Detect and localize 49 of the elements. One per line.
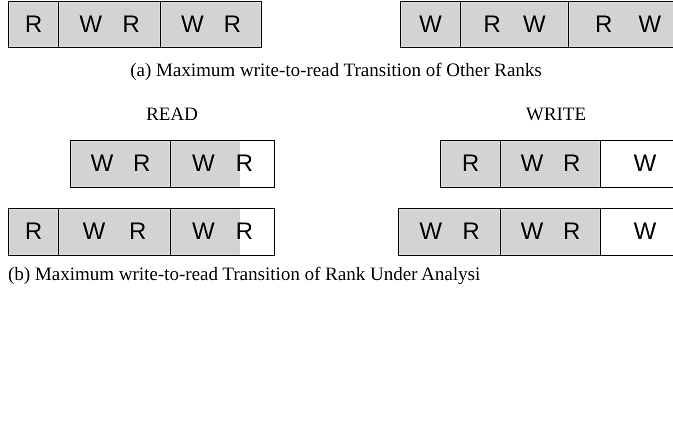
command-letter: W bbox=[419, 10, 442, 38]
command-letter: W bbox=[192, 218, 215, 246]
memory-cell bbox=[398, 208, 501, 256]
command-letter: W bbox=[419, 218, 442, 246]
row-heading: READ bbox=[146, 104, 198, 127]
command-letter: R bbox=[462, 218, 480, 246]
command-letter: R bbox=[236, 150, 253, 178]
memory-cell bbox=[70, 140, 171, 188]
memory-cell bbox=[400, 1, 461, 48]
command-letter: R bbox=[24, 218, 42, 246]
command-letter: W bbox=[520, 150, 544, 178]
command-letter: R bbox=[122, 10, 140, 38]
command-letter: R bbox=[483, 10, 501, 38]
command-letter: R bbox=[236, 218, 253, 246]
memory-cell bbox=[160, 1, 262, 48]
command-letter: R bbox=[562, 150, 580, 178]
memory-cell bbox=[568, 1, 673, 48]
memory-cell bbox=[170, 208, 275, 256]
command-letter: R bbox=[128, 218, 146, 246]
command-letter: R bbox=[562, 218, 580, 246]
command-letter: R bbox=[595, 10, 612, 38]
memory-cell bbox=[8, 208, 59, 256]
command-letter: W bbox=[192, 150, 215, 178]
command-letter: W bbox=[79, 10, 102, 38]
memory-cell bbox=[500, 140, 601, 188]
caption: (a) Maximum write-to-read Transition of Other Ranks bbox=[130, 60, 542, 83]
command-letter: W bbox=[181, 10, 204, 38]
memory-cell bbox=[8, 1, 59, 48]
row-heading: WRITE bbox=[526, 104, 586, 127]
memory-cell bbox=[58, 208, 171, 256]
command-letter: W bbox=[90, 150, 114, 178]
command-letter: R bbox=[224, 10, 241, 38]
memory-cell bbox=[58, 1, 161, 48]
command-letter: W bbox=[82, 218, 106, 246]
memory-cell bbox=[600, 140, 673, 188]
command-letter: R bbox=[462, 150, 480, 178]
memory-cell bbox=[600, 208, 673, 256]
command-letter: W bbox=[634, 218, 656, 246]
memory-cell bbox=[440, 140, 501, 188]
memory-cell bbox=[500, 208, 601, 256]
command-letter: W bbox=[520, 218, 544, 246]
memory-cell bbox=[460, 1, 569, 48]
caption: (b) Maximum write-to-read Transition of Rank Under Analysi bbox=[8, 264, 480, 287]
command-letter: W bbox=[523, 10, 546, 38]
memory-cell bbox=[170, 140, 275, 188]
command-letter: R bbox=[24, 10, 42, 38]
command-letter: R bbox=[132, 150, 150, 178]
command-letter: W bbox=[638, 10, 661, 38]
command-letter: W bbox=[634, 150, 656, 178]
